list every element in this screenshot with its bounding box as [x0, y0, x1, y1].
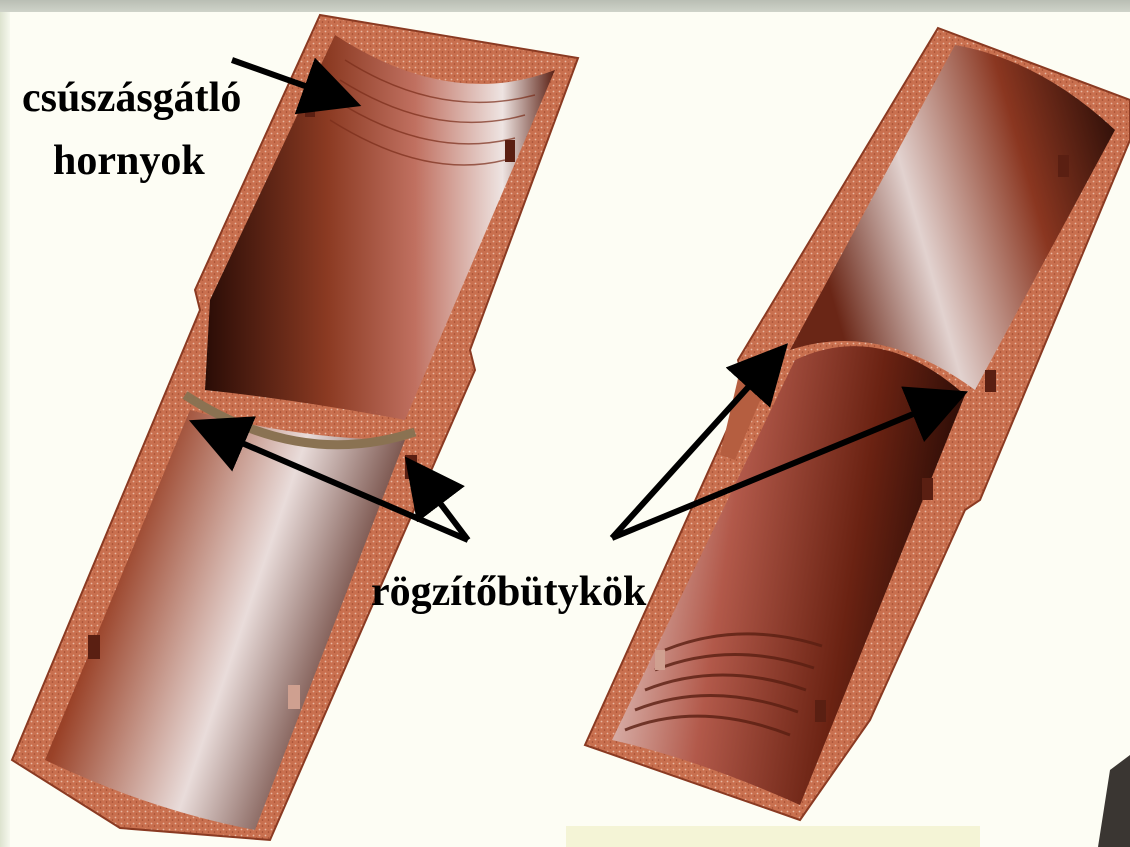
left-lug-1: [305, 95, 315, 117]
label-anti-slip-grooves-line1: csúszásgátló: [22, 74, 241, 122]
label-fixing-lugs: rögzítőbütykök: [371, 568, 646, 616]
right-lug-4: [815, 700, 826, 722]
right-pipe-half: [585, 28, 1130, 820]
right-lug-1: [1058, 155, 1069, 177]
caption-box: [566, 826, 980, 847]
right-lug-3: [922, 478, 933, 500]
dark-object-corner: [1098, 755, 1130, 847]
left-lug-2: [505, 140, 515, 162]
left-lug-4: [88, 635, 100, 659]
label-anti-slip-grooves-line2: hornyok: [53, 137, 205, 185]
left-lug-5: [288, 685, 300, 709]
right-lug-2: [985, 370, 996, 392]
right-lug-5: [655, 650, 665, 670]
